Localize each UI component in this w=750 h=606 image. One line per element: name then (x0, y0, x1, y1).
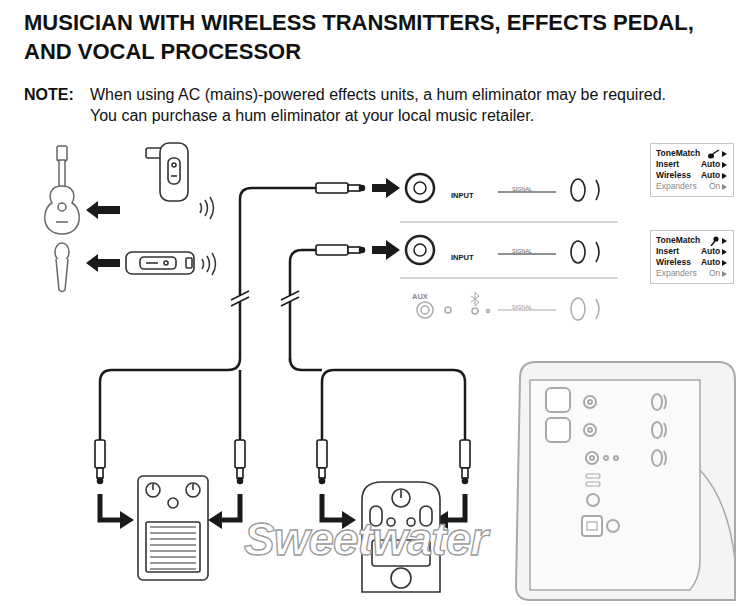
setting-row: Wireless Auto (656, 170, 727, 181)
setting-row: Expanders On (656, 181, 727, 192)
signal-label: SIGNAL (512, 186, 532, 193)
menu-arrow (722, 151, 727, 157)
microphone (55, 243, 69, 292)
signal-label: SIGNAL (512, 304, 532, 311)
setting-row: Wireless Auto (656, 257, 727, 268)
break-mark (230, 290, 300, 306)
guitar-icon (708, 149, 720, 159)
channel-panel (400, 174, 618, 320)
aux-label-box: AUX (412, 285, 428, 303)
acoustic-guitar (45, 146, 80, 234)
plug (95, 183, 470, 484)
guitar-transmitter (146, 143, 188, 201)
setting-value: On (709, 181, 720, 192)
panel-heading-row: ToneMatch (656, 148, 727, 159)
note-text-box: When using AC (mains)-powered effects un… (90, 84, 694, 126)
input-label: INPUT (451, 191, 474, 200)
setting-name: Expanders (656, 181, 697, 192)
setting-row: Expanders On (656, 268, 727, 279)
setting-name: Expanders (656, 268, 697, 279)
menu-arrow (722, 173, 727, 179)
setting-value: Auto (701, 246, 720, 257)
arrow (86, 201, 120, 272)
setting-value-group: Auto (701, 246, 727, 257)
setting-row: Insert Auto (656, 159, 727, 170)
icon-group (708, 236, 727, 246)
wireless-waves (200, 197, 216, 275)
menu-arrow (722, 271, 727, 277)
setting-value: Auto (701, 170, 720, 181)
settings-panel: ToneMatchInsertAutoWirelessAutoExpanders… (650, 143, 734, 197)
signal-label: SIGNAL (512, 248, 532, 255)
setting-name: Wireless (656, 257, 691, 268)
setting-value: Auto (701, 257, 720, 268)
setting-value-group: Auto (701, 170, 727, 181)
panel-heading-row: ToneMatch (656, 235, 727, 246)
panel-heading: ToneMatch (656, 235, 700, 246)
note-heading-box: NOTE: (24, 84, 74, 105)
signal-label-box: SIGNAL (512, 177, 532, 195)
input-label-box: INPUT (451, 184, 474, 202)
menu-arrow (722, 238, 727, 244)
title: MUSICIAN WITH WIRELESS TRANSMITTERS, EFF… (24, 8, 744, 66)
menu-arrow (722, 249, 727, 255)
setting-value-group: On (709, 268, 727, 279)
title-block: MUSICIAN WITH WIRELESS TRANSMITTERS, EFF… (24, 8, 744, 66)
arrow (372, 178, 400, 260)
speaker (516, 362, 735, 600)
signal-label-box: SIGNAL (512, 239, 532, 257)
menu-arrow (722, 260, 727, 266)
panel-heading: ToneMatch (656, 148, 700, 159)
setting-value-group: Auto (701, 257, 727, 268)
icon-group (708, 149, 727, 159)
setting-value-group: On (709, 181, 727, 192)
menu-arrow (722, 162, 727, 168)
signal-label-box: SIGNAL (512, 295, 532, 313)
setting-name: Wireless (656, 170, 691, 181)
aux-label: AUX (412, 292, 428, 301)
note-heading: NOTE: (24, 84, 74, 105)
setting-name: Insert (656, 246, 679, 257)
input-label-box: INPUT (451, 246, 474, 264)
effects-pedal (138, 476, 208, 580)
watermark-box: Sweetwater (244, 512, 487, 567)
mic-transmitter (126, 252, 194, 274)
setting-name: Insert (656, 159, 679, 170)
settings-panel: ToneMatchInsertAutoWirelessAutoExpanders… (650, 230, 734, 284)
menu-arrow (722, 184, 727, 190)
setting-value: Auto (701, 159, 720, 170)
input-label: INPUT (451, 253, 474, 262)
watermark: Sweetwater (244, 512, 487, 567)
note-text: When using AC (mains)-powered effects un… (90, 84, 694, 126)
mic-icon (708, 236, 720, 246)
setting-value-group: Auto (701, 159, 727, 170)
cable (100, 188, 465, 442)
setting-value: On (709, 268, 720, 279)
setting-row: Insert Auto (656, 246, 727, 257)
